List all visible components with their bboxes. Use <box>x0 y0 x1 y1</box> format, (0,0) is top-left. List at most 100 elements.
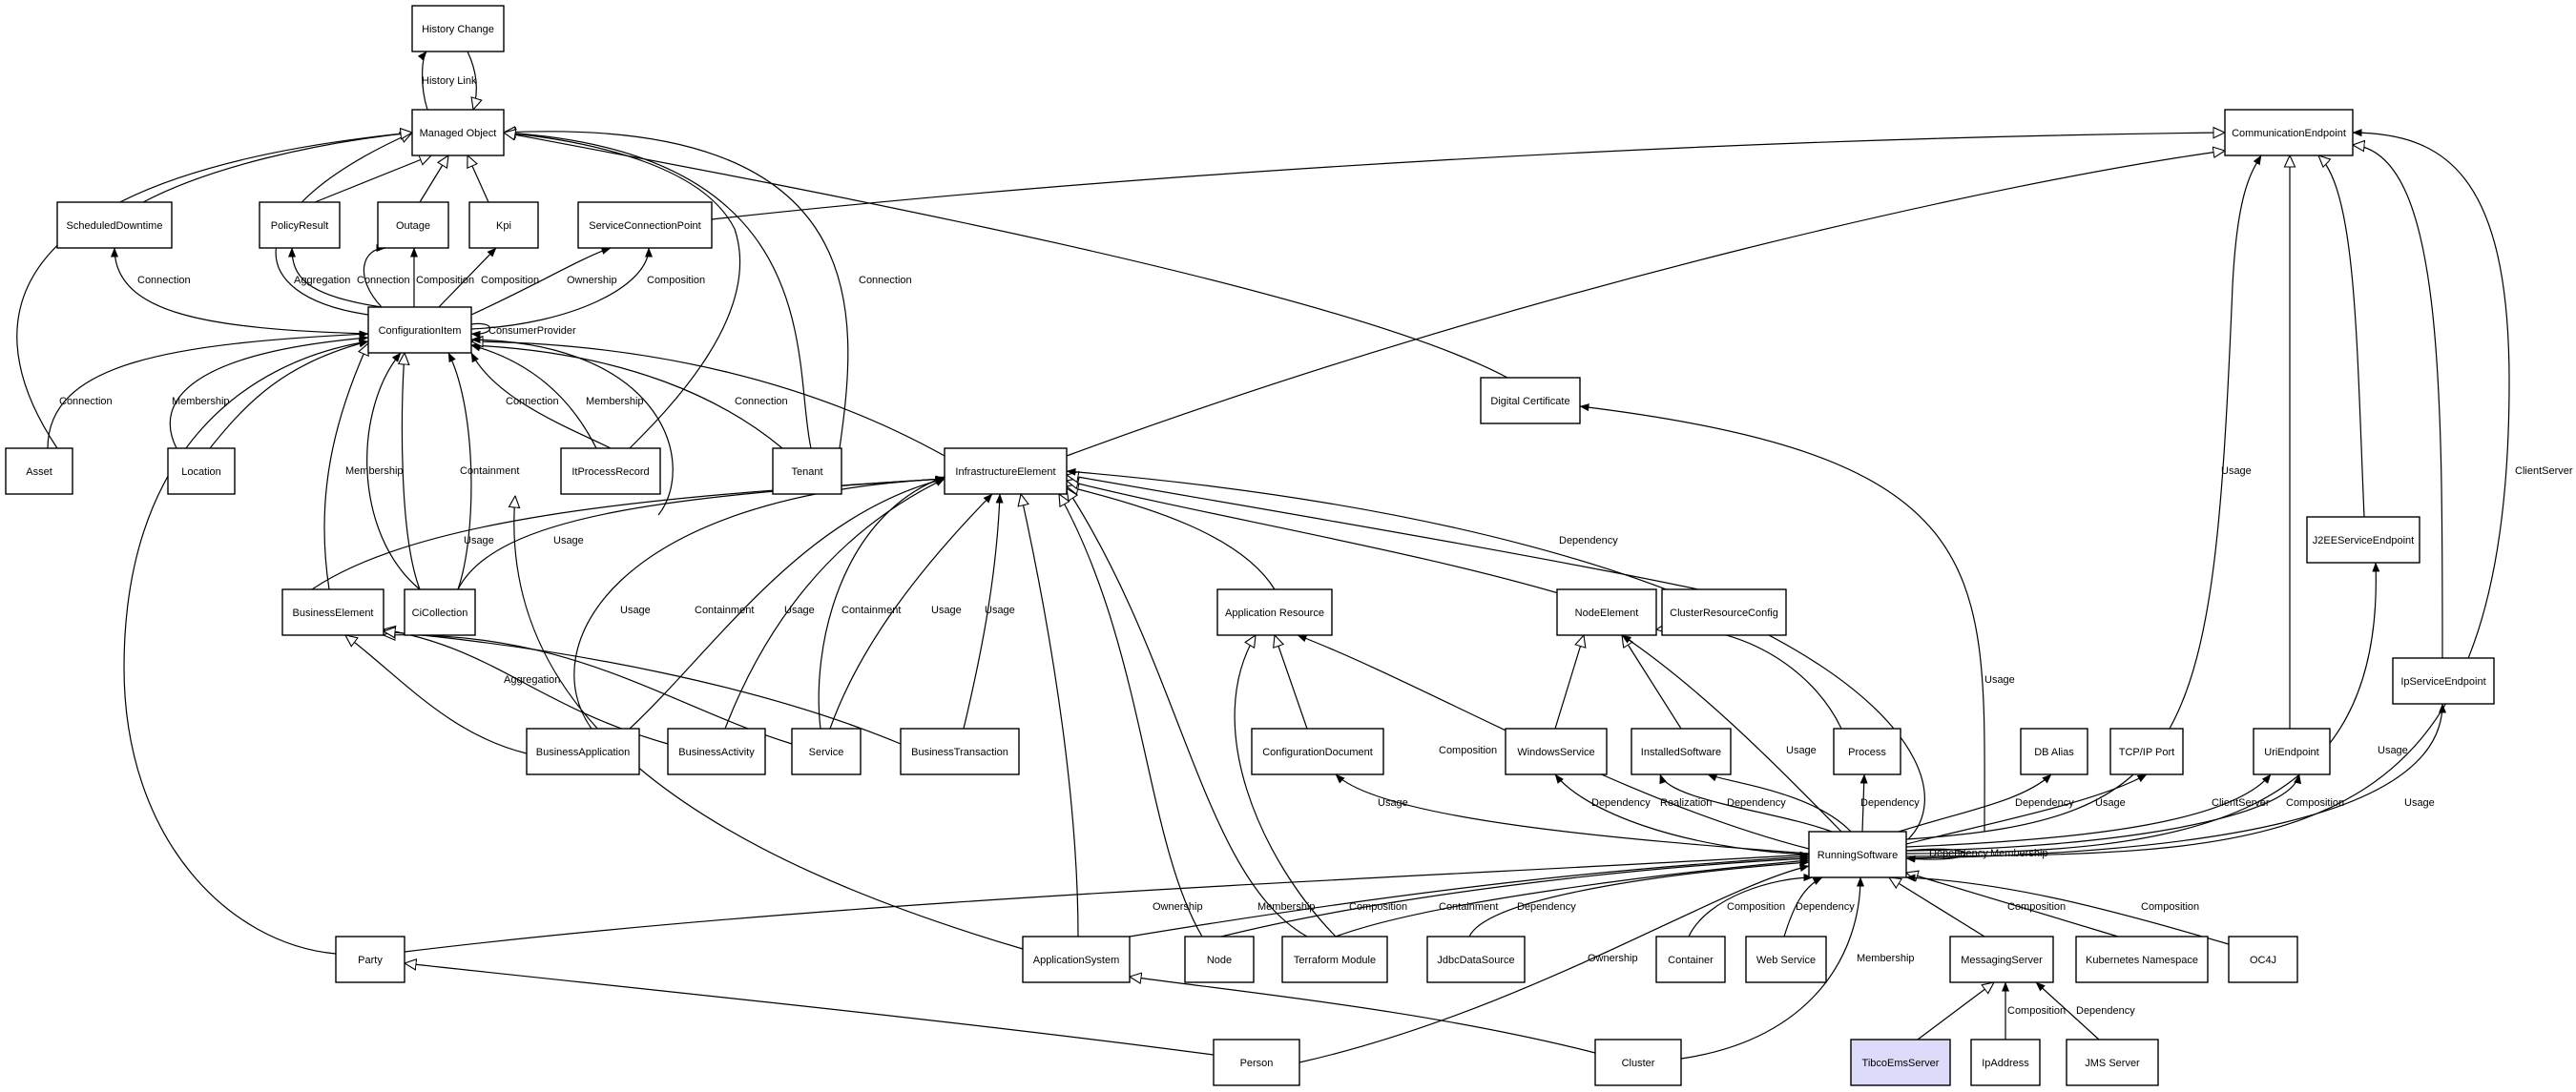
edge-line <box>111 247 369 335</box>
class-node-infrastructure-element[interactable]: InfrastructureElement <box>944 447 1068 495</box>
node-label: Managed Object <box>420 128 497 139</box>
class-node-ci-collection[interactable]: CiCollection <box>404 588 476 636</box>
class-node-application-resource[interactable]: Application Resource <box>1216 588 1333 636</box>
node-box <box>1556 588 1657 636</box>
class-node-kpi[interactable]: Kpi <box>468 201 539 249</box>
class-node-configuration-document[interactable]: ConfigurationDocument <box>1251 728 1384 775</box>
node-label: IpServiceEndpoint <box>2400 676 2485 688</box>
edge-line <box>1783 876 1823 937</box>
node-label: BusinessElement <box>293 608 374 619</box>
class-node-db-alias[interactable]: DB Alias <box>2020 728 2088 775</box>
class-node-tibco-ems-server[interactable]: TibcoEmsServer <box>1850 1039 1951 1086</box>
node-box <box>468 201 539 249</box>
edge-line <box>1659 773 1833 833</box>
edge-be-ci <box>323 343 368 590</box>
class-node-business-application[interactable]: BusinessApplication <box>526 728 640 775</box>
edge-k8s-rs <box>1906 873 2119 937</box>
class-node-container[interactable]: Container <box>1655 936 1726 983</box>
class-node-person[interactable]: Person <box>1213 1039 1300 1086</box>
class-node-outage[interactable]: Outage <box>377 201 449 249</box>
class-node-cluster[interactable]: Cluster <box>1594 1039 1682 1086</box>
edge-rs-tcp <box>1905 773 2148 845</box>
class-node-windows-service[interactable]: WindowsService <box>1505 728 1608 775</box>
node-label: Person <box>1240 1058 1274 1069</box>
edge-label-ci-scp-composition: Composition <box>647 275 705 286</box>
edge-label-ci-kpi: Composition <box>481 275 539 286</box>
edge-label-ie-service-usage: Usage <box>931 605 962 616</box>
edge-tenant-mo-2 <box>504 132 849 449</box>
edge-line <box>1275 635 1308 730</box>
edge-line <box>1905 848 1966 863</box>
class-node-node[interactable]: Node <box>1184 936 1255 983</box>
edge-ci-policy <box>288 247 383 308</box>
class-node-business-element[interactable]: BusinessElement <box>281 588 384 636</box>
class-node-uri-endpoint[interactable]: UriEndpoint <box>2253 728 2331 775</box>
node-label: Outage <box>396 220 430 232</box>
class-node-digital-certificate[interactable]: Digital Certificate <box>1480 377 1581 424</box>
class-node-business-activity[interactable]: BusinessActivity <box>667 728 766 775</box>
node-box <box>404 588 476 636</box>
class-node-asset[interactable]: Asset <box>5 447 73 495</box>
class-node-j2ee-service-endpoint[interactable]: J2EEServiceEndpoint <box>2306 516 2420 564</box>
edge-line <box>1234 635 1337 937</box>
class-node-it-process-record[interactable]: ItProcessRecord <box>560 447 661 495</box>
edge-label-ci-containment: Containment <box>460 465 519 477</box>
edge-line <box>1067 475 1699 590</box>
edge-line <box>1905 773 2148 845</box>
class-node-scheduled-downtime[interactable]: ScheduledDowntime <box>56 201 173 249</box>
edge-line <box>384 635 793 745</box>
class-node-business-transaction[interactable]: BusinessTransaction <box>900 728 1020 775</box>
node-box <box>1505 728 1608 775</box>
class-node-process[interactable]: Process <box>1833 728 1901 775</box>
class-node-web-service[interactable]: Web Service <box>1745 936 1827 983</box>
node-label: RunningSoftware <box>1818 850 1898 861</box>
class-node-service-connection-point[interactable]: ServiceConnectionPoint <box>577 201 713 249</box>
class-node-node-element[interactable]: NodeElement <box>1556 588 1657 636</box>
class-node-terraform-module[interactable]: Terraform Module <box>1281 936 1388 983</box>
node-label: Application Resource <box>1225 608 1324 619</box>
node-label: WindowsService <box>1517 747 1594 758</box>
node-box <box>5 447 73 495</box>
class-node-messaging-server[interactable]: MessagingServer <box>1949 936 2054 983</box>
class-node-ip-address[interactable]: IpAddress <box>1970 1039 2041 1086</box>
class-node-tenant[interactable]: Tenant <box>772 447 842 495</box>
edge-line <box>363 244 386 308</box>
edge-label-ce-usage: Usage <box>2221 465 2252 477</box>
edge-line <box>470 336 674 516</box>
node-box <box>1213 1039 1300 1086</box>
node-box <box>577 201 713 249</box>
edge-label-rs-tf-containment: Containment <box>1439 901 1498 913</box>
node-label: InfrastructureElement <box>955 466 1055 478</box>
class-node-location[interactable]: Location <box>167 447 236 495</box>
edge-itpr-ci-conn <box>470 352 612 449</box>
edge-line <box>384 631 902 745</box>
edge-svc-ie-usage <box>829 493 993 730</box>
class-node-jms-server[interactable]: JMS Server <box>2066 1039 2159 1086</box>
class-node-managed-object[interactable]: Managed Object <box>411 109 505 156</box>
edge-line <box>1859 773 1868 833</box>
edge-as-rs <box>1129 853 1810 937</box>
class-node-configuration-item[interactable]: ConfigurationItem <box>367 306 472 354</box>
class-node-tcpip-port[interactable]: TCP/IP Port <box>2109 728 2184 775</box>
class-node-running-software[interactable]: RunningSoftware <box>1808 831 1907 878</box>
class-node-cluster-resource-config[interactable]: ClusterResourceConfig <box>1661 588 1787 636</box>
edge-ba-ie-cont <box>629 477 945 730</box>
class-node-ip-service-endpoint[interactable]: IpServiceEndpoint <box>2392 657 2495 705</box>
class-node-communication-endpoint[interactable]: CommunicationEndpoint <box>2224 109 2354 156</box>
class-node-installed-software[interactable]: InstalledSoftware <box>1631 728 1732 775</box>
edge-ba-ie-usage <box>573 475 945 730</box>
class-node-kubernetes-namespace[interactable]: Kubernetes Namespace <box>2075 936 2209 983</box>
edge-rs-ws <box>1554 773 1810 855</box>
edge-line <box>1622 635 1682 730</box>
class-node-history-change[interactable]: History Change <box>411 5 505 52</box>
edge-ie-ci <box>471 341 945 457</box>
edge-label-rs-appsys-membership: Membership <box>1257 901 1316 913</box>
class-node-service[interactable]: Service <box>791 728 862 775</box>
class-node-jdbc-data-source[interactable]: JdbcDataSource <box>1426 936 1526 983</box>
class-node-policy-result[interactable]: PolicyResult <box>259 201 341 249</box>
edge-ci-scp-own <box>470 247 612 316</box>
class-node-application-system[interactable]: ApplicationSystem <box>1022 936 1131 983</box>
class-node-party[interactable]: Party <box>335 936 405 983</box>
class-node-oc4j[interactable]: OC4J <box>2228 936 2298 983</box>
